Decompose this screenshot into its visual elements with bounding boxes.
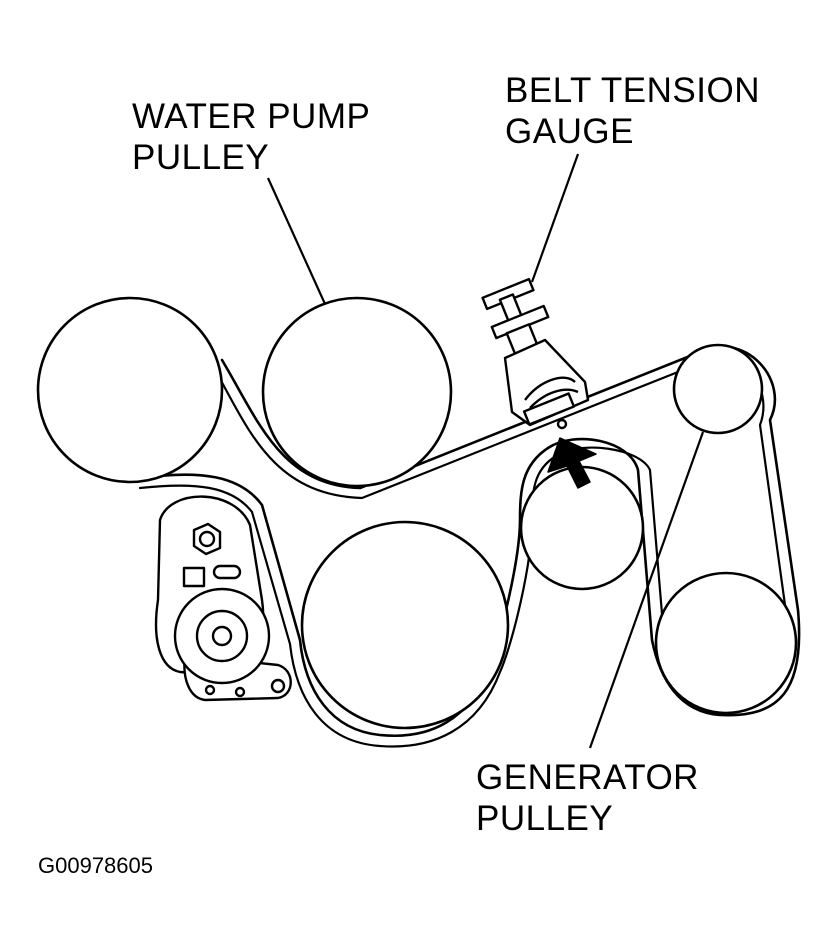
belt-contact-point: [556, 418, 568, 430]
label-line: PULLEY: [132, 138, 270, 177]
tensioner-bolt: [198, 530, 216, 548]
gauge-dial-scale: [524, 376, 576, 401]
label-line: GAUGE: [505, 112, 634, 151]
pulleys: [36, 296, 798, 730]
label-belt-tension-gauge: BELT TENSION GAUGE: [505, 70, 760, 152]
large-lower-pulley: [300, 520, 510, 730]
tensioner-slot: [212, 564, 242, 580]
label-line: WATER PUMP: [132, 97, 371, 136]
label-water-pump-pulley: WATER PUMP PULLEY: [132, 96, 370, 178]
label-line: BELT TENSION: [505, 71, 760, 110]
leader-generator: [588, 431, 705, 749]
tensioner-pulley-hub: [211, 625, 233, 647]
gauge-dial-arc: [529, 388, 579, 409]
gauge-foot: [522, 392, 576, 426]
leader-water-pump: [266, 177, 327, 305]
tensioner-mount-hole-1: [204, 684, 216, 696]
leader-lines: [266, 153, 705, 749]
leader-tension-gauge: [530, 153, 580, 283]
tensioner-mount-hole-2: [234, 686, 246, 698]
tensioner-bracket: [182, 566, 206, 588]
label-line: GENERATOR: [476, 758, 699, 797]
crankshaft-pulley: [36, 296, 224, 484]
press-direction-arrow: [547, 437, 597, 489]
water-pump-pulley: [261, 296, 453, 488]
idler-pulley-upper: [672, 343, 764, 435]
label-generator-pulley: GENERATOR PULLEY: [476, 757, 699, 839]
idler-pulley-lower: [654, 571, 798, 715]
label-line: PULLEY: [476, 799, 614, 838]
belt-tension-gauge-tool: [481, 277, 590, 430]
auto-tensioner: [154, 495, 292, 702]
tensioner-mount-hole-3: [270, 678, 286, 694]
figure-id: G00978605: [38, 853, 153, 878]
